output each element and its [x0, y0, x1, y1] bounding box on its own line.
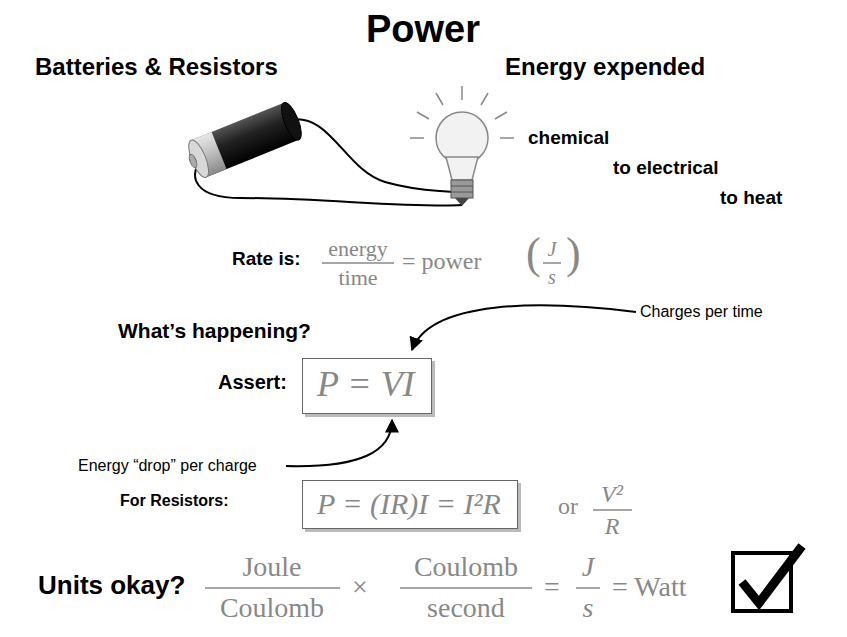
prompt: For Resistors: [120, 493, 228, 509]
prompt: Rate is: [232, 249, 301, 268]
denominator: second [427, 594, 505, 622]
operator: × [352, 573, 368, 601]
formula: P = VI [317, 365, 417, 405]
numerator: energy [328, 238, 387, 260]
parenthesis: ( [526, 232, 541, 276]
leader-arrow [286, 420, 392, 466]
numerator: Joule [242, 553, 301, 581]
denominator: time [338, 267, 377, 289]
prompt: Units okay? [38, 572, 185, 598]
annotation: Energy “drop” per charge [78, 458, 257, 474]
annotation: Charges per time [640, 304, 763, 320]
light-rays [410, 86, 514, 138]
operator: = [544, 573, 560, 601]
denominator: R [605, 514, 620, 538]
energy-step: to electrical [613, 158, 719, 177]
numerator: J [582, 553, 594, 581]
heading: Energy expended [505, 55, 705, 79]
numerator: J [548, 239, 557, 259]
denominator: s [548, 267, 556, 287]
energy-step: to heat [720, 188, 782, 207]
check-box [733, 546, 802, 611]
prompt: Assert: [218, 372, 287, 392]
numerator: Coulomb [414, 553, 518, 581]
leader-arrow [412, 305, 636, 350]
slide-title: Power [366, 10, 480, 48]
light-bulb [410, 86, 514, 206]
fraction-bars [205, 263, 632, 588]
formula-part: = Watt [612, 573, 686, 601]
formula-part: or [558, 494, 578, 518]
denominator: s [583, 594, 594, 622]
wire [290, 119, 452, 192]
formula-box: P = VI [302, 358, 432, 414]
formula-part: = power [402, 249, 482, 273]
formula-box: P = (IR)I = I²R [302, 480, 518, 529]
prompt: What’s happening? [118, 320, 311, 341]
numerator: V² [601, 482, 623, 506]
denominator: Coulomb [220, 594, 324, 622]
parenthesis: ) [566, 232, 581, 276]
formula: P = (IR)I = I²R [317, 487, 503, 520]
battery [183, 100, 306, 181]
energy-step: chemical [528, 128, 609, 147]
heading: Batteries & Resistors [35, 55, 278, 79]
